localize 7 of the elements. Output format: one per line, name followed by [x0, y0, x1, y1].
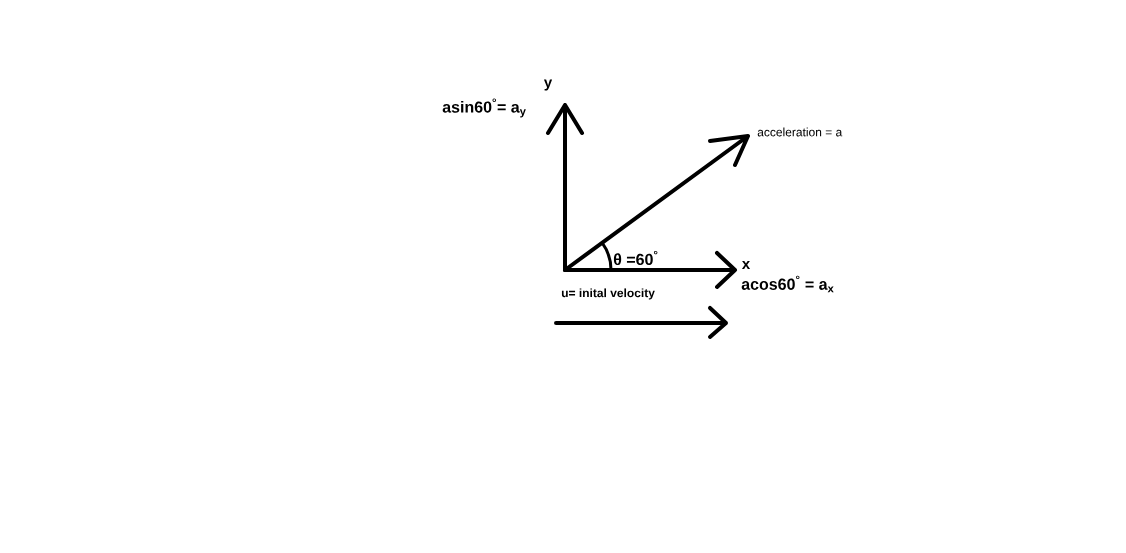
component-label: acos60$^{°}$ = a$_{x}$: [741, 275, 834, 293]
vector-label: u= inital velocity: [561, 288, 655, 300]
angle-label: θ =60$^{°}$: [613, 250, 658, 266]
axis-label: y: [543, 79, 553, 91]
axis-label: x: [741, 261, 751, 269]
component-label: asin60$^{°}$= a$_{y}$: [442, 98, 526, 118]
vector-label: acceleration = a: [757, 127, 843, 137]
